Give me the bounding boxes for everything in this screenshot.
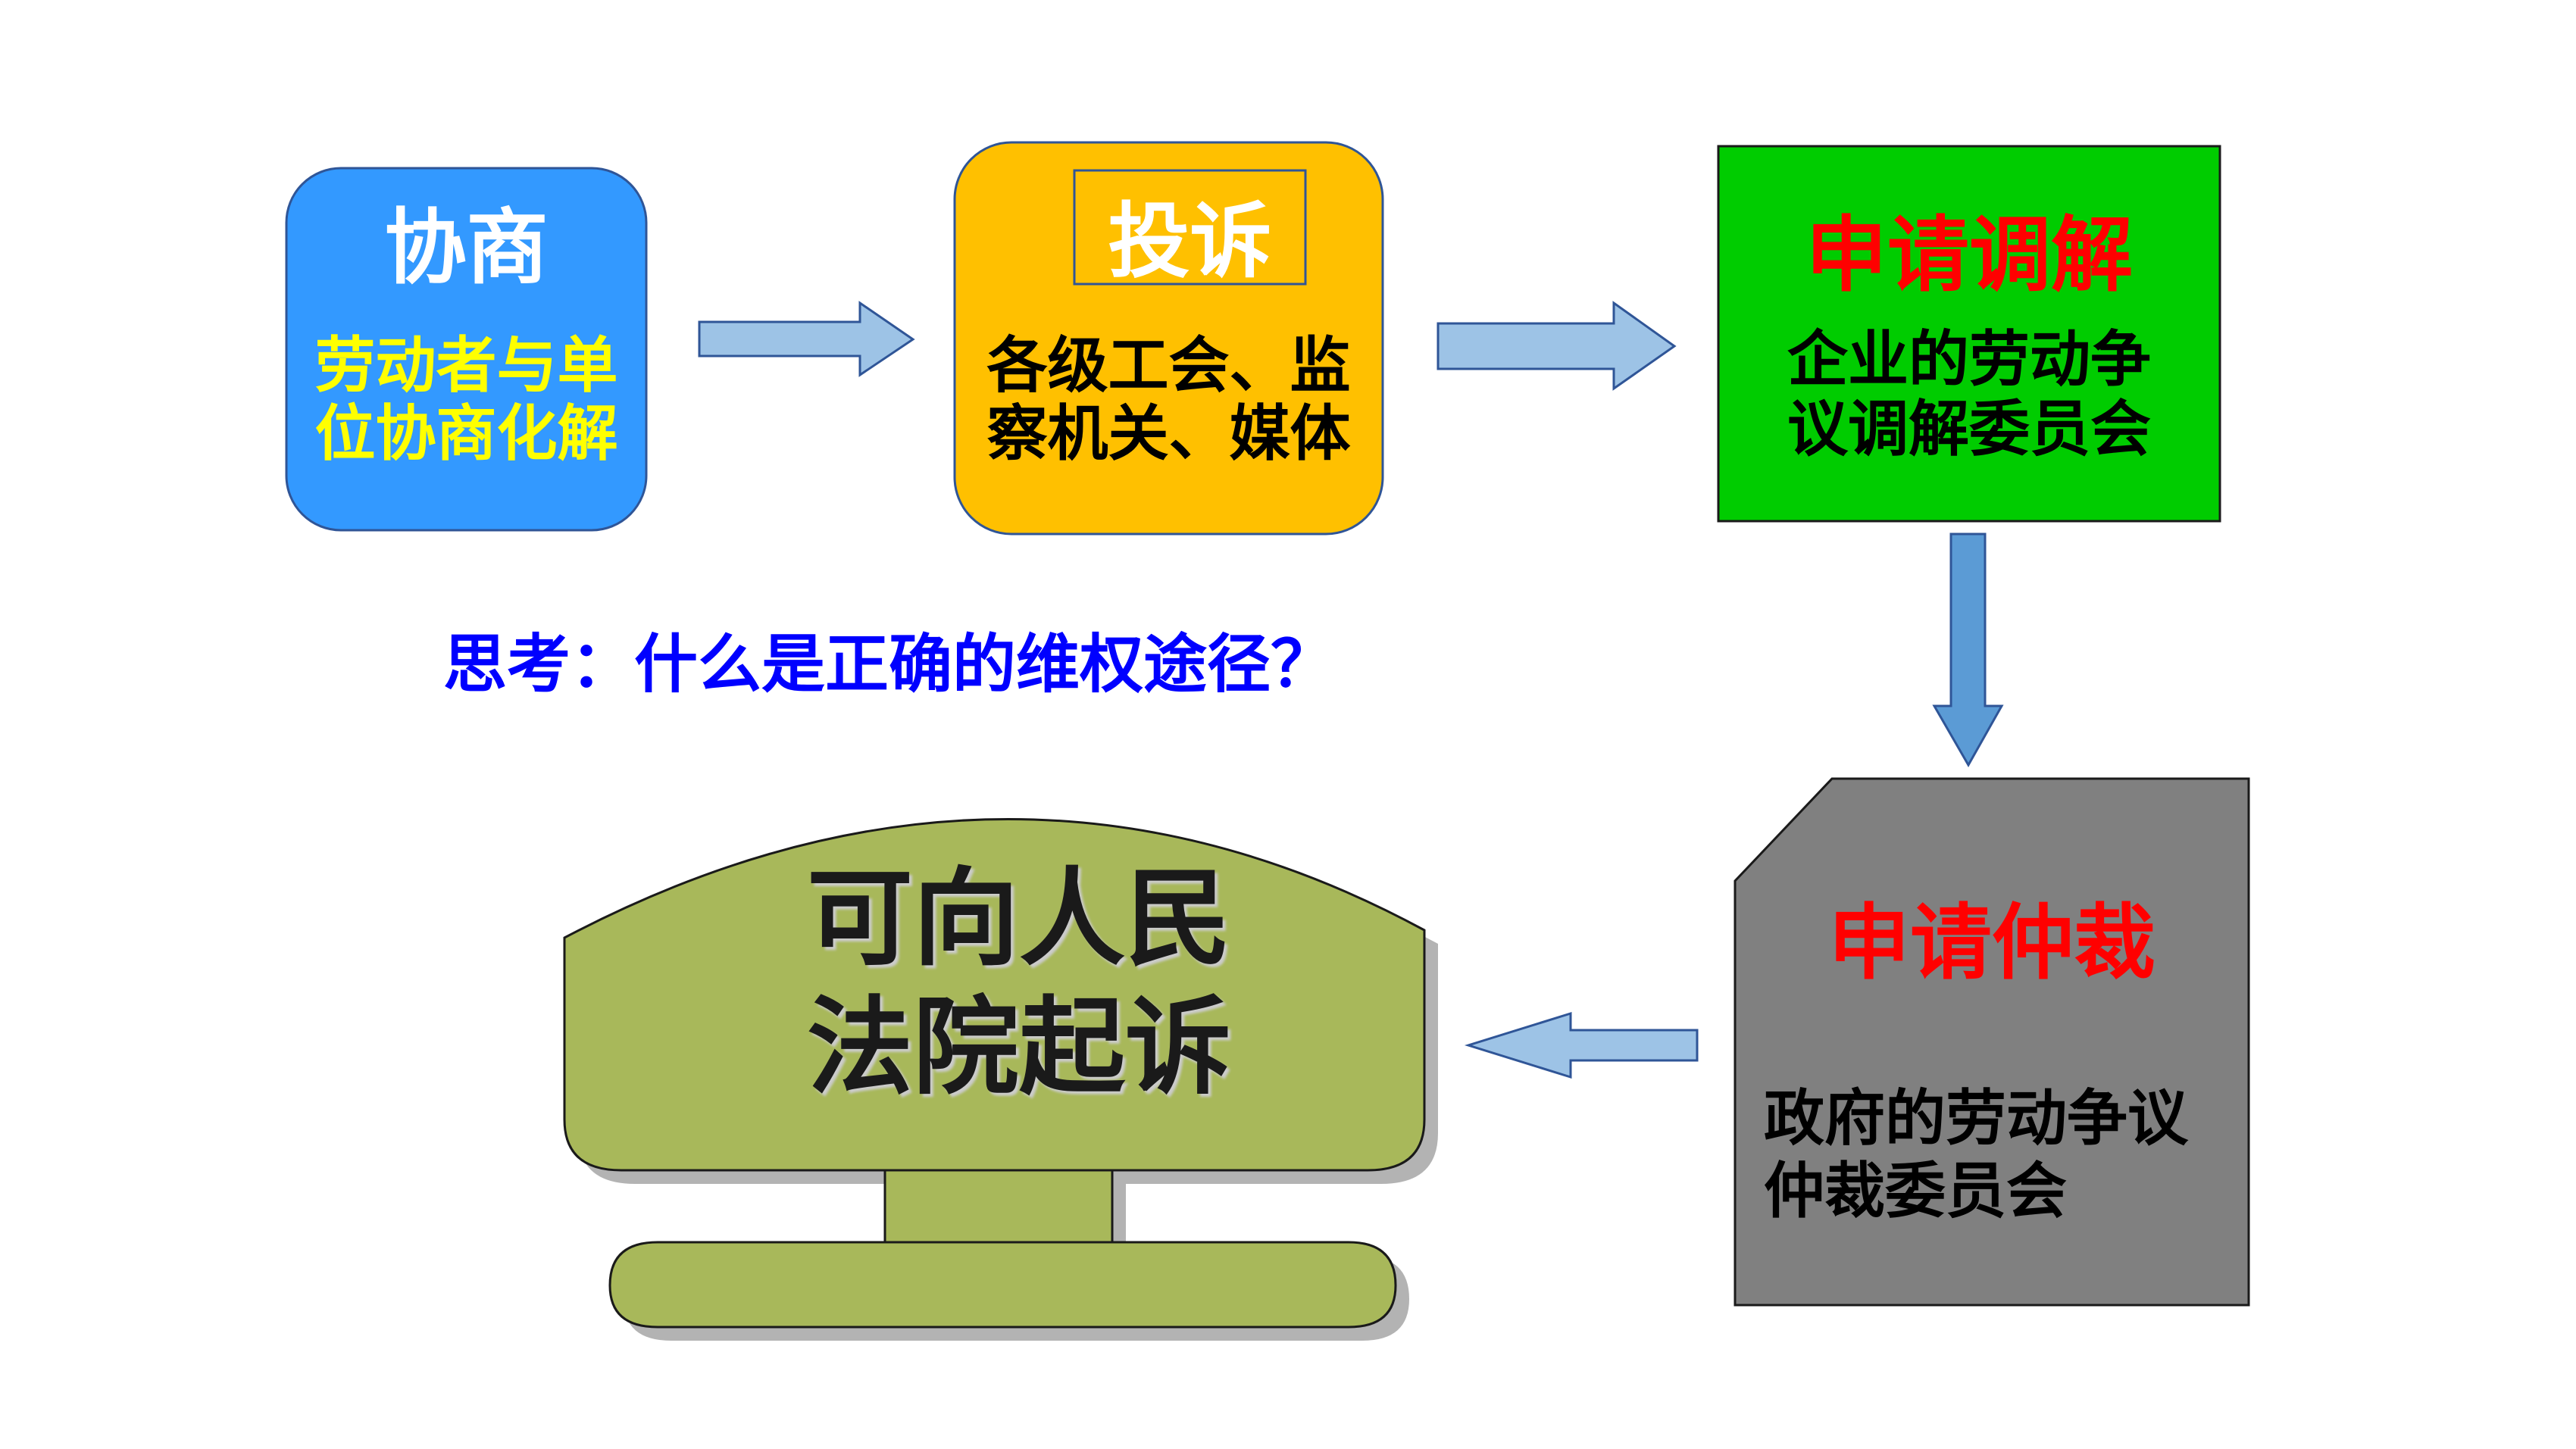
complaint-desc-line1: 各级工会、监 bbox=[986, 330, 1351, 401]
mediation-title: 申请调解 bbox=[1805, 208, 2133, 303]
arbitration-title: 申请仲裁 bbox=[1827, 896, 2156, 991]
right-arrow-icon bbox=[698, 301, 915, 377]
complaint-desc-line2: 察机关、媒体 bbox=[986, 398, 1351, 469]
court-shape bbox=[563, 818, 1426, 1329]
negotiate-desc-line2: 位协商化解 bbox=[314, 398, 618, 469]
arbitration-desc-line2: 仲裁委员会 bbox=[1764, 1156, 2067, 1226]
complaint-box bbox=[953, 141, 1384, 536]
court-line2: 法院起诉 bbox=[806, 986, 1231, 1110]
negotiate-title: 协商 bbox=[384, 201, 549, 295]
complaint-title: 投诉 bbox=[1108, 195, 1272, 289]
arbitration-box bbox=[1733, 777, 2250, 1307]
left-arrow-icon bbox=[1464, 1011, 1699, 1079]
complaint-title-frame bbox=[1073, 169, 1307, 286]
court-line1: 可向人民 bbox=[806, 857, 1231, 981]
negotiate-desc-line1: 劳动者与单 bbox=[314, 330, 618, 401]
down-arrow-icon bbox=[1932, 532, 2004, 768]
mediation-box bbox=[1717, 145, 2221, 523]
negotiate-box bbox=[285, 167, 648, 532]
mediation-desc-line1: 企业的劳动争 bbox=[1787, 324, 2151, 395]
arbitration-desc-line1: 政府的劳动争议 bbox=[1764, 1083, 2188, 1154]
mediation-desc-line2: 议调解委员会 bbox=[1787, 394, 2151, 464]
question-text: 思考：什么是正确的维权途径？ bbox=[443, 627, 1335, 701]
right-arrow-icon bbox=[1436, 301, 1677, 391]
